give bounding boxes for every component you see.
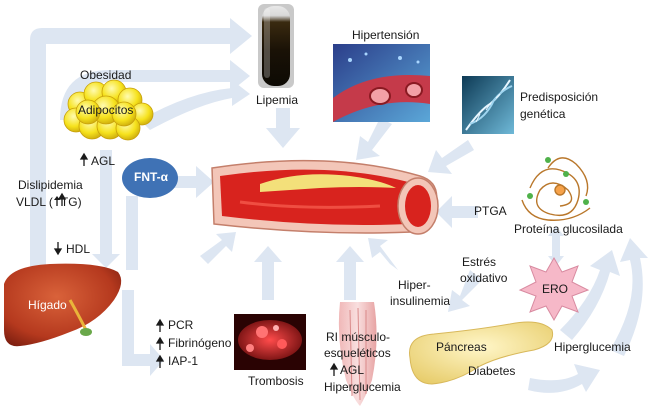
thrombosis-image — [234, 314, 306, 370]
label-esqueleticos: esqueléticos — [324, 346, 391, 360]
arrow-left-vertical — [30, 18, 252, 270]
arrow-ptga-vessel — [436, 196, 478, 228]
label-hdl: HDL — [66, 242, 91, 256]
label-vldl: VLDL ( — [16, 195, 53, 209]
pancreas-image — [409, 321, 554, 385]
arrow-lipemia-vessel — [266, 108, 300, 148]
label-ptga: PTGA — [474, 204, 507, 218]
blood-vessel — [211, 159, 439, 235]
liver-image — [4, 263, 122, 347]
arrow-to-lipemia — [60, 60, 250, 120]
up-arrow-tg-inline — [53, 196, 60, 206]
protein-ero-double-arrow — [548, 226, 564, 266]
dna-image — [462, 76, 514, 134]
adipocytes-cluster — [63, 79, 154, 141]
label-iap-1: IAP-1 — [168, 354, 199, 368]
label-fibrinogeno: Fibrinógeno — [168, 336, 232, 350]
label-vldl-line: VLDL ( TG) — [16, 195, 82, 210]
arrow-hiperins-vessel — [368, 238, 398, 270]
label-estres: Estrés — [462, 255, 497, 269]
arrow-adipocyte-lipemia — [140, 80, 250, 130]
label-dislipidemia: Dislipidemia — [18, 178, 83, 192]
label-diabetes: Diabetes — [468, 364, 516, 378]
arrow-liver-markers — [122, 290, 164, 376]
arrow-genetics-vessel — [428, 140, 474, 174]
arrow-hyperglucemia-ero — [560, 250, 620, 340]
label-agl-bottom: AGL — [340, 363, 365, 377]
label-proteina-glucosilada: Proteína glucosilada — [514, 222, 623, 236]
arrow-pancreas-hyperglucemia — [528, 364, 600, 393]
fnt-alpha-bubble — [122, 158, 178, 198]
label-obesidad: Obesidad — [80, 68, 132, 82]
arrow-ero-vessel — [448, 270, 482, 312]
label-fnt-alpha: FNT-α — [134, 170, 169, 184]
label-ri-musculo: RI músculo- — [326, 330, 391, 344]
label-oxidativo: oxidativo — [460, 271, 508, 285]
hypertension-image — [333, 44, 430, 122]
label-hiperglucemia-right: Hiperglucemia — [554, 340, 631, 354]
label-higado: Hígado — [28, 298, 67, 312]
lipemia-tube — [258, 4, 294, 88]
label-genetica: genética — [520, 107, 566, 121]
label-hipertension: Hipertensión — [352, 28, 420, 42]
label-adipocitos: Adipocitos — [78, 103, 134, 117]
label-hiper: Hiper- — [398, 278, 431, 292]
arrow-down-to-liver — [92, 150, 120, 268]
arrow-thrombosis-vessel — [254, 246, 282, 300]
label-tg: TG) — [60, 195, 82, 209]
arrow-hypertension-vessel — [356, 118, 392, 160]
label-agl-top: AGL — [91, 154, 116, 168]
label-hiperglucemia-bottom: Hiperglucemia — [324, 380, 401, 394]
arrow-muscle-vessel — [336, 246, 364, 300]
ero-star — [518, 256, 590, 322]
arrow-up-fnt — [126, 196, 138, 270]
label-pancreas: Páncreas — [436, 340, 487, 354]
label-pcr: PCR — [168, 318, 194, 332]
glycated-protein — [521, 157, 591, 221]
small-arrows — [53, 152, 339, 376]
label-ero: ERO — [542, 282, 569, 296]
label-insulinemia: insulinemia — [390, 294, 451, 308]
arrow-right-loop — [610, 238, 648, 356]
label-predisposicion: Predisposición — [520, 90, 599, 104]
muscle-image — [338, 302, 377, 406]
label-trombosis: Trombosis — [248, 374, 304, 388]
label-lipemia: Lipemia — [256, 93, 299, 107]
arrow-fnt-vessel — [168, 166, 214, 198]
arrow-left-markers-vessel — [200, 232, 236, 264]
flow-arrows — [30, 18, 648, 393]
